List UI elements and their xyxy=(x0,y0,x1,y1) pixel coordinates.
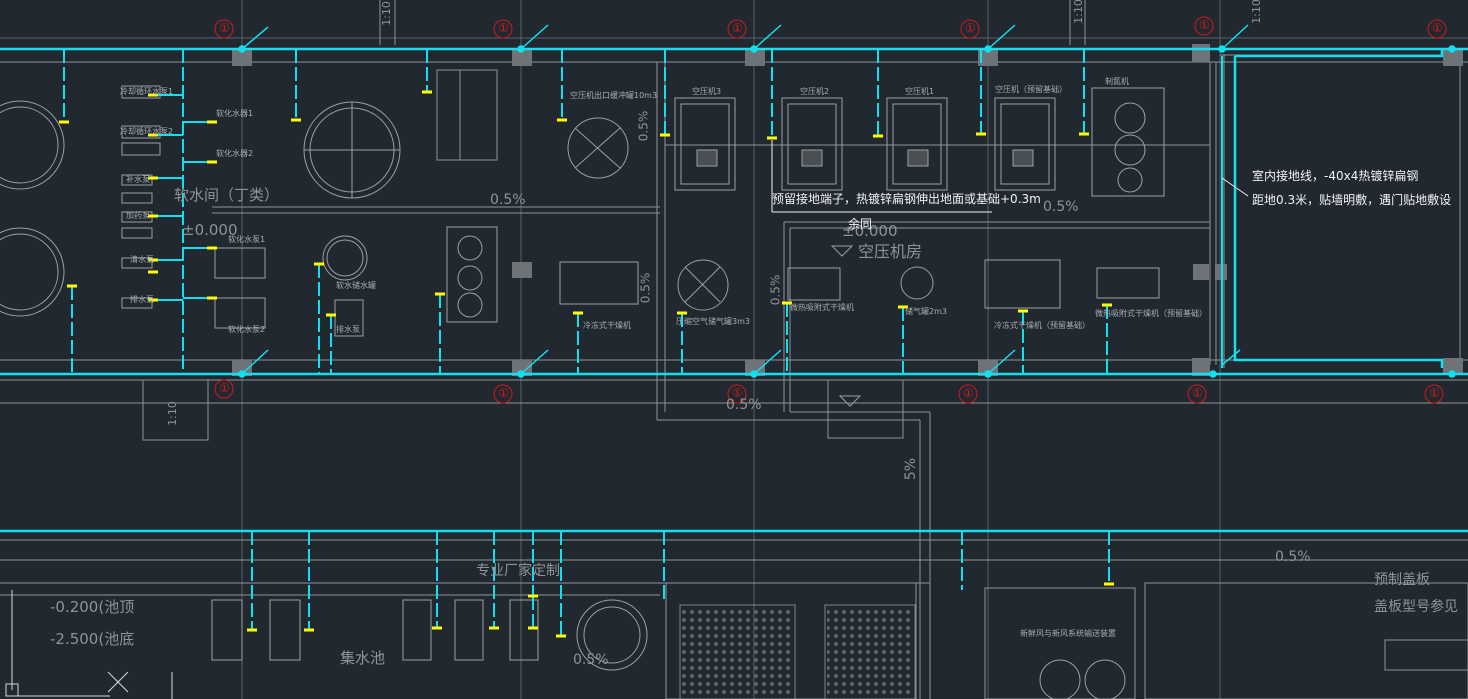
ramp-label: 1:10 xyxy=(379,1,393,26)
axis-label: ① xyxy=(1429,386,1440,400)
vendor-label: 专业厂家定制 xyxy=(476,563,560,579)
ramp-label: 1:10 xyxy=(1071,0,1085,24)
equipment-label: 冷冻式干燥机（预留基础） xyxy=(994,321,1090,330)
grounding-terminals xyxy=(59,90,1114,638)
grounding-rods xyxy=(238,24,1456,378)
equipment-label: 软化水器1 xyxy=(216,109,254,118)
equipment-label: 制氮机 xyxy=(1105,77,1129,86)
axis-label: ① xyxy=(1199,18,1210,32)
grating-dots xyxy=(682,607,913,699)
grating-panels xyxy=(679,604,916,699)
slope-label: 0.5% xyxy=(638,272,653,304)
slope-label: 0.5% xyxy=(1275,549,1311,565)
cover-label: 预制盖板 xyxy=(1374,572,1430,588)
equipment-label: 软化水泵2 xyxy=(228,325,266,334)
equipment-label: 补水泵 xyxy=(126,175,150,184)
axis-label: ① xyxy=(1192,386,1203,400)
equipment-label: 冷冻式干燥机 xyxy=(583,321,631,330)
axis-label: ① xyxy=(965,21,976,35)
equipment-symbols xyxy=(0,85,1165,699)
slope-label: 0.5% xyxy=(768,274,783,306)
slope-label: 0.5% xyxy=(573,652,609,668)
axis-label: ① xyxy=(732,21,743,35)
slope-label-vertical: 5% xyxy=(903,457,920,481)
slope-label: 0.5% xyxy=(490,192,526,208)
equipment-label: 冷却循环水泵2 xyxy=(120,127,174,136)
pool-top-elevation: -0.200(池顶 xyxy=(50,598,135,616)
equipment-label: 排水泵 xyxy=(130,295,154,304)
equipment-label: 清水泵 xyxy=(130,255,154,264)
equipment-label: 冷却循环水泵1 xyxy=(120,87,174,96)
equipment-label: 压缩空气储气罐3m3 xyxy=(676,317,750,326)
ramp-label: 1:10 xyxy=(165,401,179,426)
elevation-label: ±0.000 xyxy=(182,221,238,239)
equipment-label: 空压机（预留基础） xyxy=(995,85,1067,94)
annotation-leaders xyxy=(771,140,1249,213)
elevation-label: ±0.000 xyxy=(842,222,898,240)
same-below-note: 余同 xyxy=(848,217,873,231)
room-label-air: 空压机房 xyxy=(858,242,923,261)
axis-label: ① xyxy=(219,21,230,35)
slope-label: 0.5% xyxy=(726,397,762,413)
terminal-note: 预留接地端子，热镀锌扁钢伸出地面或基础+0.3m xyxy=(772,192,1041,206)
indoor-grounding-note-line1: 室内接地线，-40x4热镀锌扁钢 xyxy=(1252,169,1419,183)
equipment-label: 空压机1 xyxy=(905,87,935,96)
ramp-label: 1:10 xyxy=(1249,0,1263,24)
pool-bottom-elevation: -2.500(池底 xyxy=(50,630,135,648)
foundation-pads xyxy=(696,149,1034,167)
equipment-label: 软化水器2 xyxy=(216,149,254,158)
axis-bubbles xyxy=(214,16,1447,404)
grounding-branches xyxy=(63,49,1110,636)
equipment-label: 微热吸附式干燥机 xyxy=(790,303,854,312)
equipment-label: 空压机3 xyxy=(692,87,722,96)
equipment-label: 软水储水罐 xyxy=(336,281,376,290)
cover-type-label: 盖板型号参见 xyxy=(1374,599,1458,615)
ucs-icon xyxy=(5,590,173,699)
equipment-label: 软化水泵1 xyxy=(228,235,266,244)
equipment-label: 新鲜风与新风系统输送装置 xyxy=(1020,629,1116,638)
equipment-label: 储气罐2m3 xyxy=(905,307,947,316)
equipment-label: 空压机2 xyxy=(800,87,830,96)
axis-label: ① xyxy=(219,381,230,395)
slope-label: 0.5% xyxy=(1043,199,1079,215)
axis-label: ① xyxy=(1432,21,1443,35)
equipment-label: 加药泵 xyxy=(126,211,150,220)
sump-label: 集水池 xyxy=(340,649,386,667)
indoor-grounding-note-line2: 距地0.3米，贴墙明敷，遇门贴地敷设 xyxy=(1252,193,1452,207)
axis-label: ① xyxy=(963,386,974,400)
axis-label: ① xyxy=(498,386,509,400)
equipment-label: 排水泵 xyxy=(336,325,360,334)
room-label-water: 软水间（丁类） xyxy=(174,186,280,204)
axis-label: ① xyxy=(498,21,509,35)
axis-label: ① xyxy=(732,386,743,400)
slope-label: 0.5% xyxy=(636,110,651,142)
equipment-label: 空压机出口缓冲罐10m3 xyxy=(570,91,658,100)
equipment-label: 微热吸附式干燥机（预留基础） xyxy=(1095,309,1207,318)
elevation-markers xyxy=(830,245,862,407)
